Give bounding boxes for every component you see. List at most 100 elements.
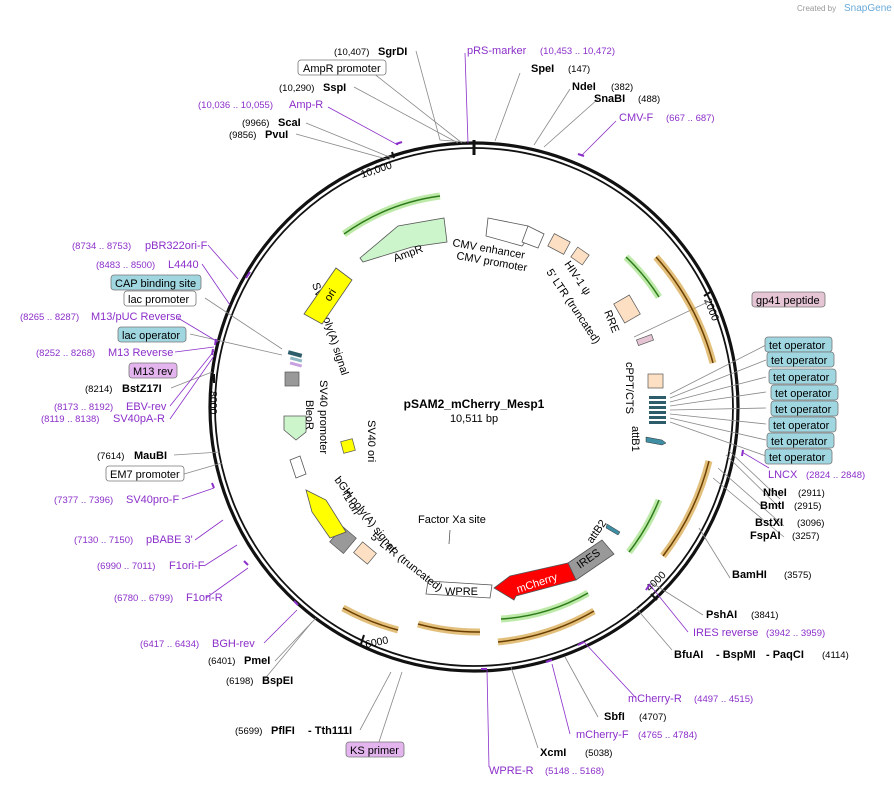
enzyme-fspai[interactable]: FspAI: [750, 530, 781, 542]
tet-operator-7-text: tet operator: [771, 436, 828, 448]
enzyme-pos-pvui: (9856): [229, 130, 256, 141]
enzyme-maubi[interactable]: MauBI: [134, 450, 167, 462]
boxed-label-lac-operator[interactable]: lac operator: [117, 326, 187, 343]
primer-l4440[interactable]: L4440: [168, 259, 199, 271]
tick-4000: [650, 593, 658, 601]
primer-pbr322ori-f[interactable]: pBR322ori-F: [145, 240, 208, 252]
f1-ori-arrow: [305, 489, 347, 539]
enzyme-bstxi[interactable]: BstXI: [755, 517, 783, 529]
primer-f1ori-f[interactable]: F1ori-F: [169, 560, 205, 572]
enzyme-bfuai[interactable]: BfuAI: [674, 649, 703, 661]
gp41-text: gp41 peptide: [756, 295, 820, 307]
factor-xa-label: Factor Xa site: [418, 514, 486, 526]
snapgene-logo: SnapGene: [844, 3, 892, 14]
tet-operator-6[interactable]: tet operator: [768, 416, 837, 433]
primer-pos-wpre-r: (5148 .. 5168): [545, 766, 604, 777]
boxed-label-ampr-promoter[interactable]: AmpR promoter: [297, 59, 387, 76]
enzyme-pflfi[interactable]: PflFI: [271, 725, 295, 737]
orf-arrow-bottom-3-line: [342, 607, 399, 631]
tet-operator-2[interactable]: tet operator: [766, 351, 835, 368]
primer-leaders: [169, 52, 770, 768]
orf-green-right-1: [623, 254, 662, 299]
primer-f1ori-r[interactable]: F1ori-R: [186, 592, 223, 604]
enzyme-ndei[interactable]: NdeI: [572, 81, 596, 93]
orf-arrow-right-2-line: [662, 460, 710, 557]
orf-arrow-bottom-1-line: [497, 610, 595, 643]
primer-mcherry-f[interactable]: mCherry-F: [576, 729, 629, 741]
primer-wpre-r[interactable]: WPRE-R: [489, 765, 534, 777]
enzyme-spei[interactable]: SpeI: [531, 63, 554, 75]
primer-pos-pbr322ori-f: (8734 .. 8753): [72, 241, 131, 252]
enzyme-pos-scai: (9966): [242, 118, 269, 129]
cppt-box: [647, 373, 664, 389]
tet-operator-8[interactable]: tet operator: [764, 448, 833, 465]
tet-operator-4[interactable]: tet operator: [770, 384, 839, 401]
enzyme-pos-maubi: (7614): [97, 451, 124, 462]
enzyme-bmti[interactable]: BmtI: [760, 500, 784, 512]
primer-prs-marker[interactable]: pRS-marker: [467, 45, 527, 57]
primer-lncx[interactable]: LNCX: [768, 469, 798, 481]
m13-rev-text: M13 rev: [133, 366, 173, 378]
enzyme-pos-sbfi: (4707): [639, 712, 666, 723]
tet-operator-5-text: tet operator: [775, 404, 832, 416]
enzyme-bspei[interactable]: BspEI: [262, 675, 293, 687]
tet-operator-3[interactable]: tet operator: [768, 368, 837, 385]
enzyme-pos-ndei: (382): [611, 82, 633, 93]
boxed-label-em7[interactable]: EM7 promoter: [105, 465, 185, 482]
tick-10000: [391, 151, 395, 159]
f1-ori-label: f1 ori: [339, 490, 362, 517]
boxed-label-lac-promoter[interactable]: lac promoter: [123, 290, 197, 307]
enzyme-sgrdi[interactable]: SgrDI: [378, 46, 407, 58]
primer-pos-mcherry-f: (4765 .. 4784): [638, 730, 697, 741]
tet-operator-5[interactable]: tet operator: [770, 400, 839, 417]
cppt-label: cPPT/CTS: [623, 362, 635, 414]
primer-ebv-rev[interactable]: EBV-rev: [126, 401, 167, 413]
ampr-promoter-text: AmpR promoter: [303, 63, 381, 75]
tet-operator-stack: [649, 396, 666, 424]
wpre-label: WPRE: [445, 586, 478, 598]
wpre-box: [425, 580, 493, 599]
enzyme-xcmi[interactable]: XcmI: [540, 747, 566, 759]
primer-m13-reverse[interactable]: M13 Reverse: [108, 347, 173, 359]
enzyme-nhei[interactable]: NheI: [763, 487, 787, 499]
enzyme-tth111i[interactable]: - Tth111I: [308, 725, 352, 737]
primer-ires-reverse[interactable]: IRES reverse: [693, 627, 758, 639]
enzyme-pmei[interactable]: PmeI: [244, 655, 270, 667]
enzyme-pos-xcmi: (5038): [585, 748, 612, 759]
primer-cmv-f[interactable]: CMV-F: [619, 112, 654, 124]
primer-mcherry-r[interactable]: mCherry-R: [628, 693, 682, 705]
primer-pos-mcherry-r: (4497 .. 4515): [694, 694, 753, 705]
enzyme-bspmi[interactable]: - BspMI: [716, 649, 756, 661]
enzyme-pos-bamhi: (3575): [784, 570, 811, 581]
enzyme-paqci[interactable]: - PaqCI: [766, 649, 804, 661]
primer-amp-r[interactable]: Amp-R: [289, 99, 323, 111]
boxed-label-gp41[interactable]: gp41 peptide: [751, 291, 826, 308]
enzyme-snabi[interactable]: SnaBI: [594, 93, 625, 105]
primer-pbabe3[interactable]: pBABE 3': [146, 534, 193, 546]
enzyme-sbfi[interactable]: SbfI: [604, 711, 625, 723]
tet-operator-1[interactable]: tet operator: [764, 336, 833, 353]
enzyme-sspi[interactable]: SspI: [323, 82, 346, 94]
boxed-label-m13-rev[interactable]: M13 rev: [128, 362, 178, 379]
enzyme-pos-bmti: (2915): [794, 501, 821, 512]
enzyme-bstz17i[interactable]: BstZ17I: [122, 383, 162, 395]
primer-sv40pro-f[interactable]: SV40pro-F: [126, 494, 179, 506]
boxed-label-cap-site[interactable]: CAP binding site: [110, 274, 202, 291]
primer-sv40pa-r[interactable]: SV40pA-R: [113, 413, 165, 425]
attb1-mark: [645, 436, 667, 446]
ori-label: ori: [322, 287, 339, 304]
primer-m13puc[interactable]: M13/pUC Reverse: [91, 311, 181, 323]
lac-marks: [287, 350, 303, 368]
rre-label: RRE: [601, 309, 621, 335]
enzyme-pvui[interactable]: PvuI: [265, 129, 288, 141]
boxed-label-ks-primer[interactable]: KS primer: [345, 741, 405, 758]
primer-bgh-rev[interactable]: BGH-rev: [212, 638, 255, 650]
enzyme-scai[interactable]: ScaI: [278, 117, 301, 129]
enzyme-bamhi[interactable]: BamHI: [732, 569, 767, 581]
primer-pos-ebv-rev: (8173 .. 8192): [54, 402, 113, 413]
tet-operator-7[interactable]: tet operator: [766, 432, 835, 449]
enzyme-leaders: [170, 50, 785, 749]
enzyme-pshai[interactable]: PshAI: [706, 609, 737, 621]
attb1-label: attB1: [629, 426, 641, 452]
orf-green-right-2: [626, 498, 663, 555]
